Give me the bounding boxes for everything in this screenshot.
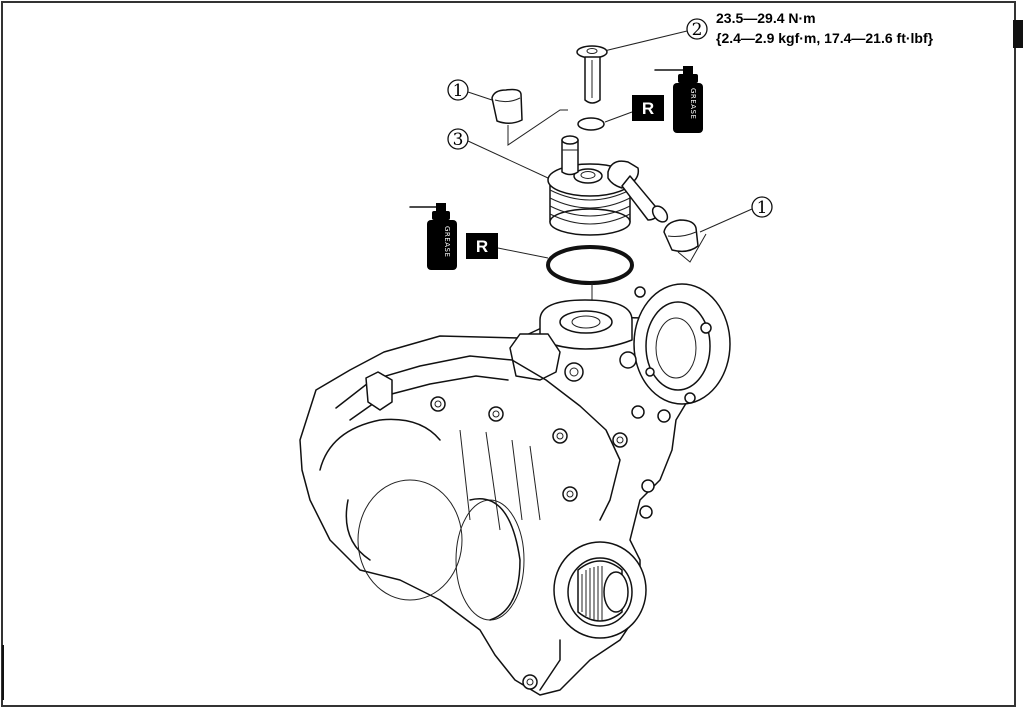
hose-clamp-upper (491, 88, 568, 146)
torque-spec-imperial: {2.4—2.9 kgf·m, 17.4—21.6 ft·lbf} (716, 30, 934, 46)
callout-3-number: 3 (453, 130, 464, 150)
torque-spec-metric: 23.5—29.4 N·m (716, 10, 816, 26)
replace-label-upper-text: R (642, 99, 654, 118)
replace-label-lower-text: R (476, 237, 488, 256)
transfer-case-housing (299, 283, 731, 696)
grease-tube-upper: GREASE (654, 66, 703, 133)
large-o-ring (546, 245, 634, 285)
grease-tube-left: GREASE (409, 203, 457, 270)
replace-label-lower: R (466, 233, 549, 259)
callout-3: 3 (447, 128, 549, 179)
oil-cooler (547, 135, 669, 236)
callout-1-right-number: 1 (757, 198, 768, 218)
callout-2: 2 (599, 18, 708, 53)
callout-1-right: 1 (699, 196, 773, 233)
output-shaft-splines (581, 566, 603, 620)
callout-1-upper: 1 (447, 79, 493, 101)
grease-label-left: GREASE (443, 226, 451, 257)
hose-clamp-right (663, 219, 707, 263)
edge-tab (1013, 20, 1023, 48)
small-o-ring (577, 117, 605, 131)
replace-label-upper: R (604, 95, 664, 123)
bolt-part (576, 45, 608, 104)
grease-label-upper: GREASE (689, 88, 697, 119)
callout-2-number: 2 (692, 20, 703, 40)
callout-1-upper-number: 1 (453, 81, 464, 101)
